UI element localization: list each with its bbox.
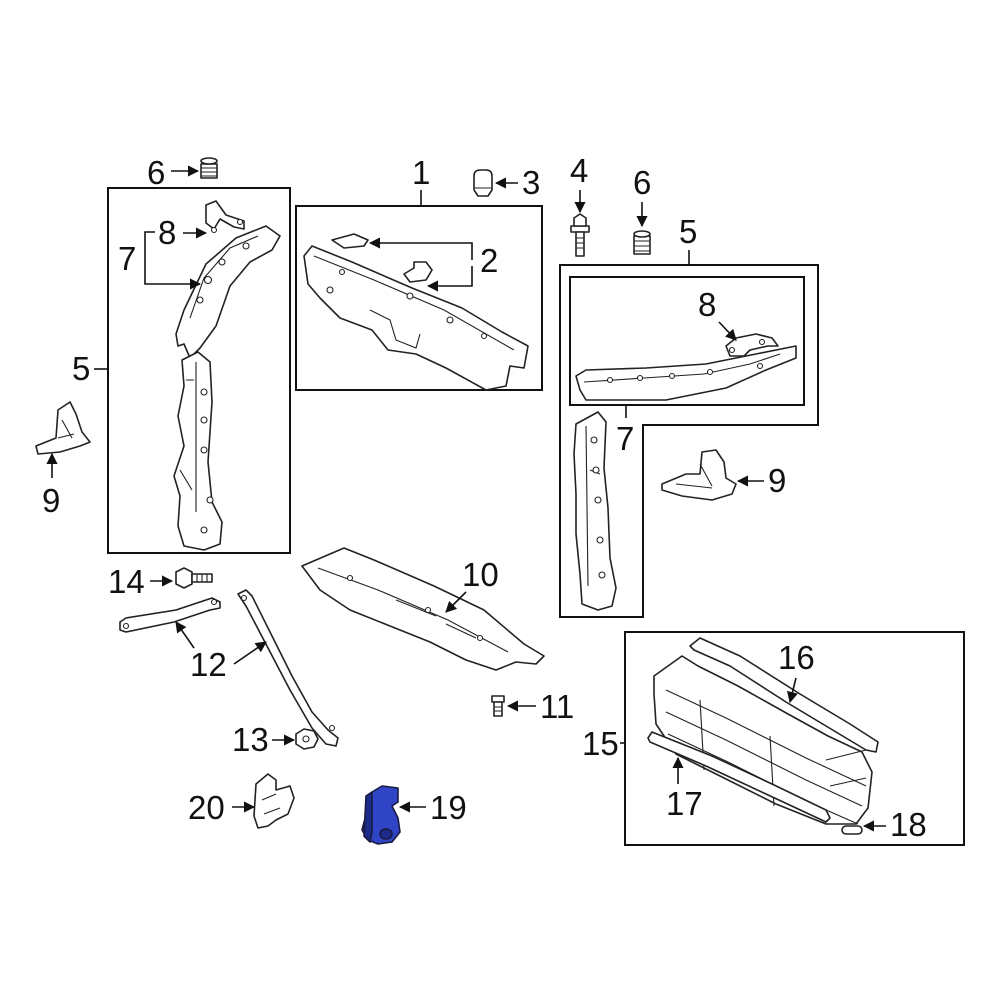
callout-16: 16 [778,639,815,676]
group-box-center-1 [295,205,543,391]
callout-13: 13 [232,721,269,758]
callout-5-left: 5 [72,350,90,387]
part-4-bolt[interactable] [570,213,590,257]
part-16-seal-strip[interactable] [689,637,879,753]
callout-1: 1 [412,154,430,191]
callout-4: 4 [570,152,588,189]
part-18-clip[interactable] [841,825,863,835]
callout-15: 15 [582,725,619,762]
part-19-highlighted-bracket[interactable] [361,785,401,845]
part-7-right-upper-member[interactable] [575,345,797,401]
callout-9-right: 9 [768,462,786,499]
callout-10: 10 [462,556,499,593]
part-19-hole [379,828,393,840]
leader-2b [426,266,473,292]
callout-2: 2 [480,242,498,279]
part-7-left-upper-member[interactable] [175,225,281,359]
part-5-left-vertical-pillar[interactable] [173,351,223,551]
part-10-lower-tie-bar[interactable] [301,547,545,671]
callout-8-left: 8 [158,214,176,251]
callout-11: 11 [540,688,574,725]
part-2-upper-bracket-b[interactable] [403,261,433,283]
callout-5-right: 5 [679,213,697,250]
part-8-left-bracket[interactable] [205,200,245,234]
part-3-cushion[interactable] [473,169,493,197]
callout-6-right: 6 [633,164,651,201]
callout-7-right: 7 [616,420,634,457]
leader-16 [787,677,798,704]
callout-18: 18 [890,806,927,843]
callout-19: 19 [430,789,467,826]
callout-12: 12 [190,646,227,683]
leader-12a [175,621,195,649]
part-9-left-bracket[interactable] [35,401,91,455]
part-14-bolt[interactable] [175,567,213,589]
callout-17: 17 [666,785,703,822]
part-13-nut[interactable] [295,728,319,750]
part-20-clip[interactable] [253,773,295,829]
part-12-short-brace[interactable] [119,597,221,633]
leader-2a [368,237,473,260]
part-17-seal-strip[interactable] [647,731,831,823]
callout-9-left: 9 [42,482,60,519]
callout-14: 14 [108,563,145,600]
part-8-right-bracket[interactable] [725,333,779,357]
callout-7-left: 7 [118,240,136,277]
leader-10 [445,591,467,613]
leader-7-left [144,231,202,290]
group-box-right-5 [559,264,819,618]
part-11-bolt[interactable] [491,695,505,717]
part-2-upper-bracket-a[interactable] [331,233,369,249]
callout-6-left: 6 [147,154,165,191]
part-5-right-vertical-pillar[interactable] [573,411,617,611]
callout-20: 20 [188,789,225,826]
part-19-side-face [363,791,373,843]
part-1-upper-tie-bar[interactable] [303,245,529,391]
leader-8-right [718,321,737,341]
part-6-right-bushing[interactable] [633,230,651,255]
group-box-15 [624,631,965,846]
leader-12b [233,641,267,665]
callout-8-right: 8 [698,286,716,323]
part-6-left-bushing[interactable] [200,157,218,179]
part-9-right-bracket[interactable] [661,449,737,501]
group-box-left-5 [107,187,291,554]
part-12-long-brace[interactable] [237,589,339,747]
callout-3: 3 [522,164,540,201]
group-box-right-7 [569,276,805,406]
